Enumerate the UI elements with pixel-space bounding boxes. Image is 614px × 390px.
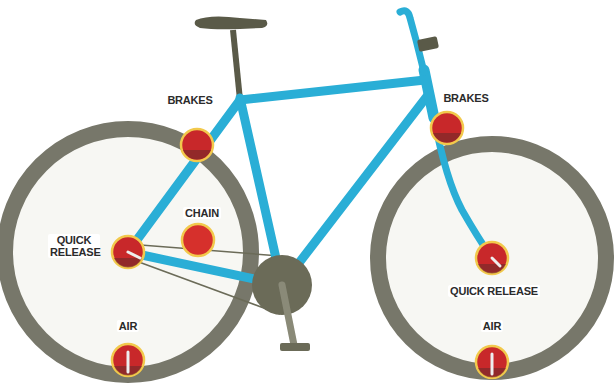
qr-lever xyxy=(492,258,500,266)
part-label: BRAKES xyxy=(165,94,214,106)
marker-dot xyxy=(112,236,144,268)
valve xyxy=(491,354,494,374)
seat-post xyxy=(233,30,240,100)
stem-clamp xyxy=(417,36,439,52)
part-label: AIR xyxy=(117,320,139,332)
part-label: AIR xyxy=(481,320,503,332)
marker-dot xyxy=(476,242,508,274)
fork xyxy=(434,118,492,258)
front-wheel xyxy=(378,144,606,372)
valve xyxy=(127,352,130,372)
marker-shade xyxy=(433,133,461,143)
part-label: QUICK RELEASE xyxy=(48,234,100,258)
saddle xyxy=(195,16,268,29)
seat-stay xyxy=(128,100,240,252)
marker-dot xyxy=(182,224,214,256)
qr-lever xyxy=(128,252,140,258)
marker-dot xyxy=(476,346,508,378)
down-tube xyxy=(282,95,428,285)
check-markers xyxy=(112,112,508,378)
marker-dot xyxy=(112,344,144,376)
pedal xyxy=(280,343,310,351)
marker-shade xyxy=(478,264,506,274)
marker-shade xyxy=(183,150,211,160)
marker-shade xyxy=(114,258,142,268)
part-label: BRAKES xyxy=(441,92,490,104)
marker-icons xyxy=(128,252,500,374)
bike-frame xyxy=(128,11,492,285)
marker-dot xyxy=(431,112,463,144)
head-tube xyxy=(424,70,434,118)
top-tube xyxy=(240,80,425,100)
marker-dot xyxy=(181,129,213,161)
marker-shading xyxy=(114,133,506,378)
part-label: QUICK RELEASE xyxy=(448,285,540,297)
part-label: CHAIN xyxy=(183,207,221,219)
rear-wheel xyxy=(5,129,251,375)
crank-arm xyxy=(282,285,294,345)
